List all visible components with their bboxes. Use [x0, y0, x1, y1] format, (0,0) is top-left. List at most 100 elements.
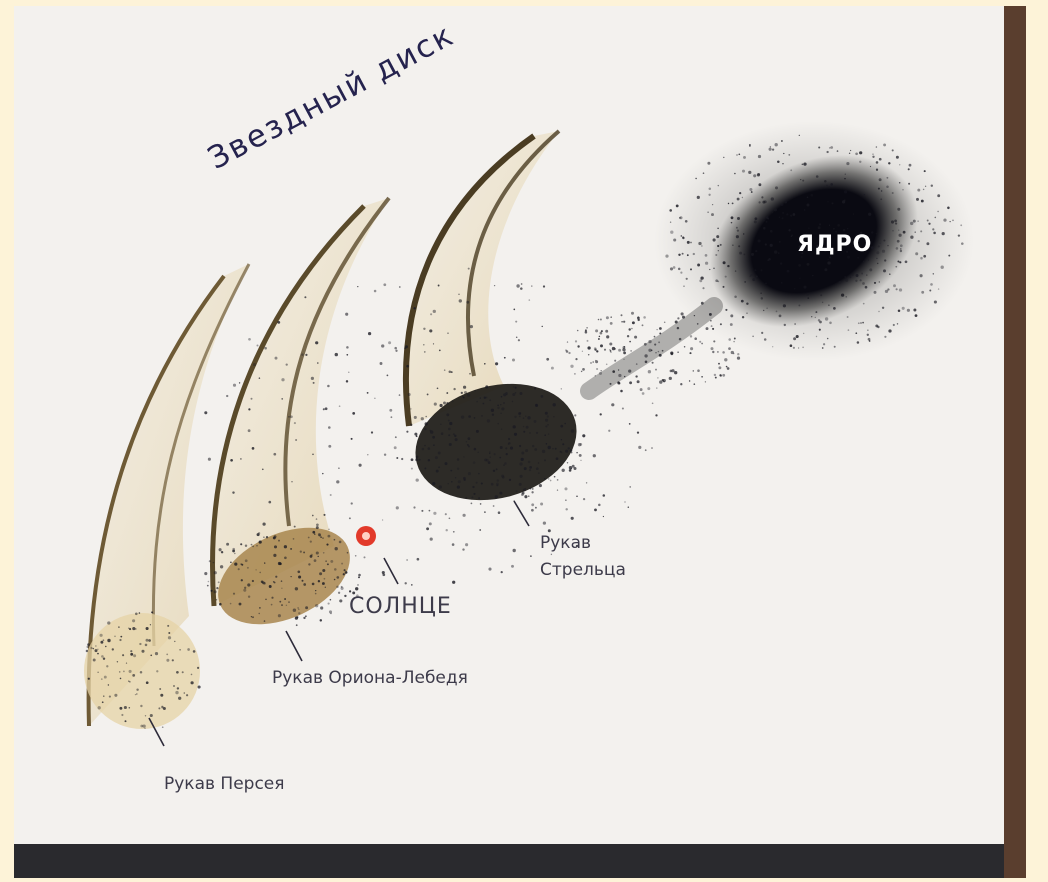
star-dot: [284, 598, 286, 600]
arm-perseus-section: [84, 613, 200, 729]
star-dot: [862, 322, 864, 324]
star-dot: [325, 407, 328, 410]
star-dot: [87, 643, 90, 646]
star-dot: [345, 571, 348, 574]
star-dot: [929, 290, 931, 292]
star-dot: [525, 416, 526, 417]
star-dot: [399, 394, 401, 396]
star-dot: [754, 269, 756, 271]
star-dot: [427, 447, 430, 450]
star-dot: [500, 446, 503, 449]
star-dot: [753, 174, 756, 177]
star-dot: [519, 416, 521, 418]
star-dot: [571, 429, 574, 432]
star-dot: [146, 681, 149, 684]
star-dot: [803, 286, 806, 289]
star-dot: [388, 341, 391, 344]
star-dot: [433, 343, 434, 344]
star-dot: [186, 694, 188, 696]
star-dot: [900, 244, 903, 247]
star-dot: [883, 269, 886, 272]
star-dot: [751, 253, 754, 256]
star-dot: [86, 646, 88, 648]
star-dot: [541, 395, 544, 398]
star-dot: [730, 314, 733, 317]
sun-pointer: [384, 558, 398, 584]
star-dot: [595, 360, 596, 361]
star-dot: [934, 300, 937, 303]
star-dot: [531, 491, 533, 493]
star-dot: [453, 531, 455, 533]
star-dot: [399, 286, 401, 288]
star-dot: [275, 357, 278, 360]
star-dot: [315, 593, 317, 595]
star-dot: [493, 505, 495, 507]
star-dot: [355, 587, 358, 590]
star-dot: [216, 599, 217, 600]
star-dot: [445, 513, 447, 515]
star-dot: [471, 503, 473, 505]
star-dot: [150, 714, 153, 717]
star-dot: [521, 452, 524, 455]
star-dot: [752, 335, 754, 337]
star-dot: [605, 330, 608, 333]
star-dot: [447, 332, 448, 333]
star-dot: [644, 354, 647, 357]
star-dot: [495, 362, 498, 365]
star-dot: [590, 362, 591, 363]
star-dot: [382, 571, 385, 574]
star-dot: [872, 156, 874, 158]
star-dot: [869, 268, 872, 271]
star-dot: [132, 619, 135, 622]
star-dot: [574, 373, 576, 375]
star-dot: [637, 431, 639, 433]
star-dot: [411, 458, 414, 461]
star-dot: [758, 173, 761, 176]
star-dot: [278, 540, 280, 542]
star-dot: [847, 316, 849, 318]
star-dot: [543, 285, 545, 287]
star-dot: [900, 250, 902, 252]
star-dot: [705, 262, 708, 265]
star-dot: [876, 169, 878, 171]
star-dot: [872, 154, 873, 155]
star-dot: [532, 488, 534, 490]
star-dot: [588, 354, 589, 355]
star-dot: [572, 465, 575, 468]
star-dot: [737, 198, 740, 201]
star-dot: [876, 251, 879, 254]
star-dot: [637, 380, 640, 383]
star-dot: [842, 200, 845, 203]
star-dot: [316, 518, 318, 520]
star-dot: [145, 715, 146, 716]
star-dot: [214, 590, 217, 593]
star-dot: [562, 443, 564, 445]
star-dot: [576, 452, 578, 454]
star-dot: [262, 468, 264, 470]
star-dot: [466, 441, 467, 442]
star-dot: [374, 398, 375, 399]
star-dot: [675, 320, 678, 323]
star-dot: [515, 387, 517, 389]
star-dot: [413, 506, 415, 508]
star-dot: [281, 378, 284, 381]
star-dot: [513, 500, 514, 501]
star-dot: [725, 309, 727, 311]
star-dot: [544, 478, 546, 480]
star-dot: [140, 671, 143, 674]
star-dot: [581, 371, 583, 373]
star-dot: [699, 279, 702, 282]
star-dot: [367, 454, 368, 455]
star-dot: [213, 562, 214, 563]
star-dot: [335, 353, 338, 356]
star-dot: [860, 322, 862, 324]
star-dot: [868, 338, 871, 341]
star-dot: [700, 276, 703, 279]
star-dot: [624, 501, 625, 502]
star-dot: [300, 551, 302, 553]
star-dot: [771, 197, 774, 200]
star-dot: [318, 533, 321, 536]
star-dot: [652, 402, 654, 404]
star-dot: [125, 720, 127, 722]
star-dot: [240, 458, 242, 460]
